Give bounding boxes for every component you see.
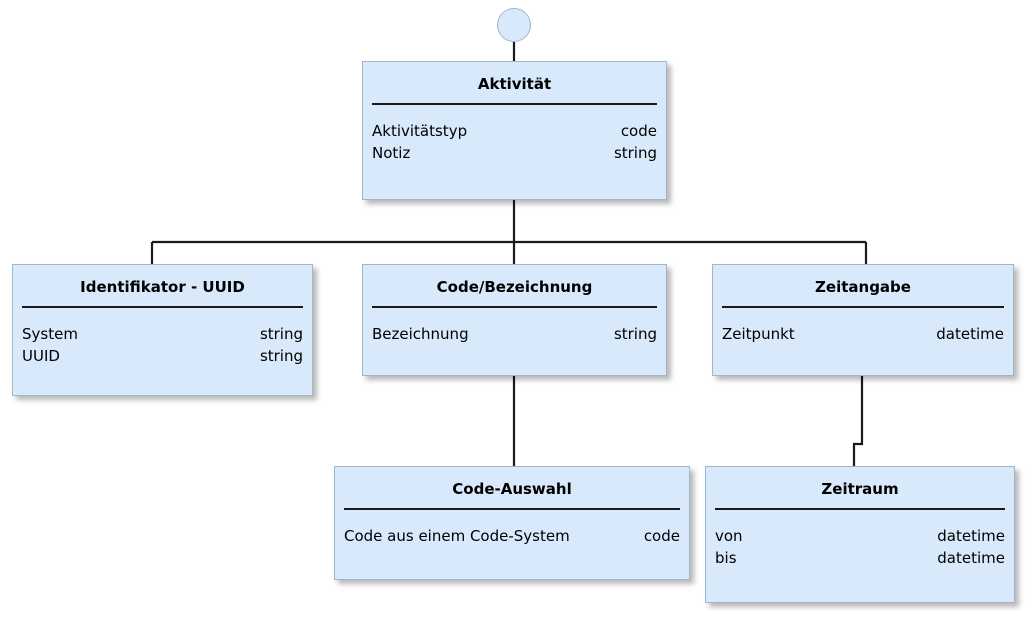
node-aktivitaet[interactable]: Aktivität Aktivitätstyp code Notiz strin… — [362, 61, 667, 200]
attribute-type: string — [613, 325, 657, 343]
node-title: Zeitangabe — [815, 278, 911, 296]
attribute-type: code — [620, 122, 657, 140]
node-title: Aktivität — [477, 75, 552, 93]
edge-zeitangabe-to-zeitraum — [852, 376, 864, 466]
title-separator — [722, 306, 1004, 308]
attribute-row: Bezeichnung string — [372, 323, 657, 345]
attribute-list: System string UUID string — [13, 323, 312, 367]
attribute-name: Zeitpunkt — [722, 325, 795, 343]
attribute-name: System — [22, 325, 78, 343]
attribute-name: Code aus einem Code-System — [344, 527, 570, 545]
attribute-list: Zeitpunkt datetime — [713, 323, 1013, 345]
attribute-name: Notiz — [372, 144, 411, 162]
attribute-row: Aktivitätstyp code — [372, 120, 657, 142]
root-circle-node[interactable] — [497, 8, 531, 42]
title-separator — [715, 508, 1005, 510]
attribute-list: Bezeichnung string — [363, 323, 666, 345]
attribute-row: von datetime — [715, 525, 1005, 547]
attribute-row: System string — [22, 323, 303, 345]
attribute-row: Code aus einem Code-System code — [344, 525, 680, 547]
attribute-type: string — [259, 347, 303, 365]
title-separator — [372, 103, 657, 105]
attribute-type: string — [259, 325, 303, 343]
attribute-name: UUID — [22, 347, 60, 365]
node-code-bezeichnung[interactable]: Code/Bezeichnung Bezeichnung string — [362, 264, 667, 376]
attribute-row: Notiz string — [372, 142, 657, 164]
node-zeitangabe[interactable]: Zeitangabe Zeitpunkt datetime — [712, 264, 1014, 376]
attribute-list: von datetime bis datetime — [706, 525, 1014, 569]
attribute-type: datetime — [936, 325, 1004, 343]
node-identifikator-uuid[interactable]: Identifikator - UUID System string UUID … — [12, 264, 313, 396]
title-separator — [22, 306, 303, 308]
title-separator — [372, 306, 657, 308]
attribute-row: Zeitpunkt datetime — [722, 323, 1004, 345]
attribute-type: datetime — [937, 527, 1005, 545]
attribute-row: UUID string — [22, 345, 303, 367]
attribute-name: Bezeichnung — [372, 325, 469, 343]
attribute-type: code — [643, 527, 680, 545]
attribute-type: datetime — [937, 549, 1005, 567]
attribute-name: Aktivitätstyp — [372, 122, 468, 140]
node-title: Code/Bezeichnung — [436, 278, 593, 296]
node-title: Code-Auswahl — [452, 480, 572, 498]
attribute-list: Code aus einem Code-System code — [335, 525, 689, 547]
attribute-name: bis — [715, 549, 737, 567]
node-code-auswahl[interactable]: Code-Auswahl Code aus einem Code-System … — [334, 466, 690, 580]
attribute-list: Aktivitätstyp code Notiz string — [363, 120, 666, 164]
node-zeitraum[interactable]: Zeitraum von datetime bis datetime — [705, 466, 1015, 603]
title-separator — [344, 508, 680, 510]
attribute-name: von — [715, 527, 743, 545]
node-title: Identifikator - UUID — [80, 278, 245, 296]
attribute-type: string — [613, 144, 657, 162]
attribute-row: bis datetime — [715, 547, 1005, 569]
node-title: Zeitraum — [821, 480, 899, 498]
